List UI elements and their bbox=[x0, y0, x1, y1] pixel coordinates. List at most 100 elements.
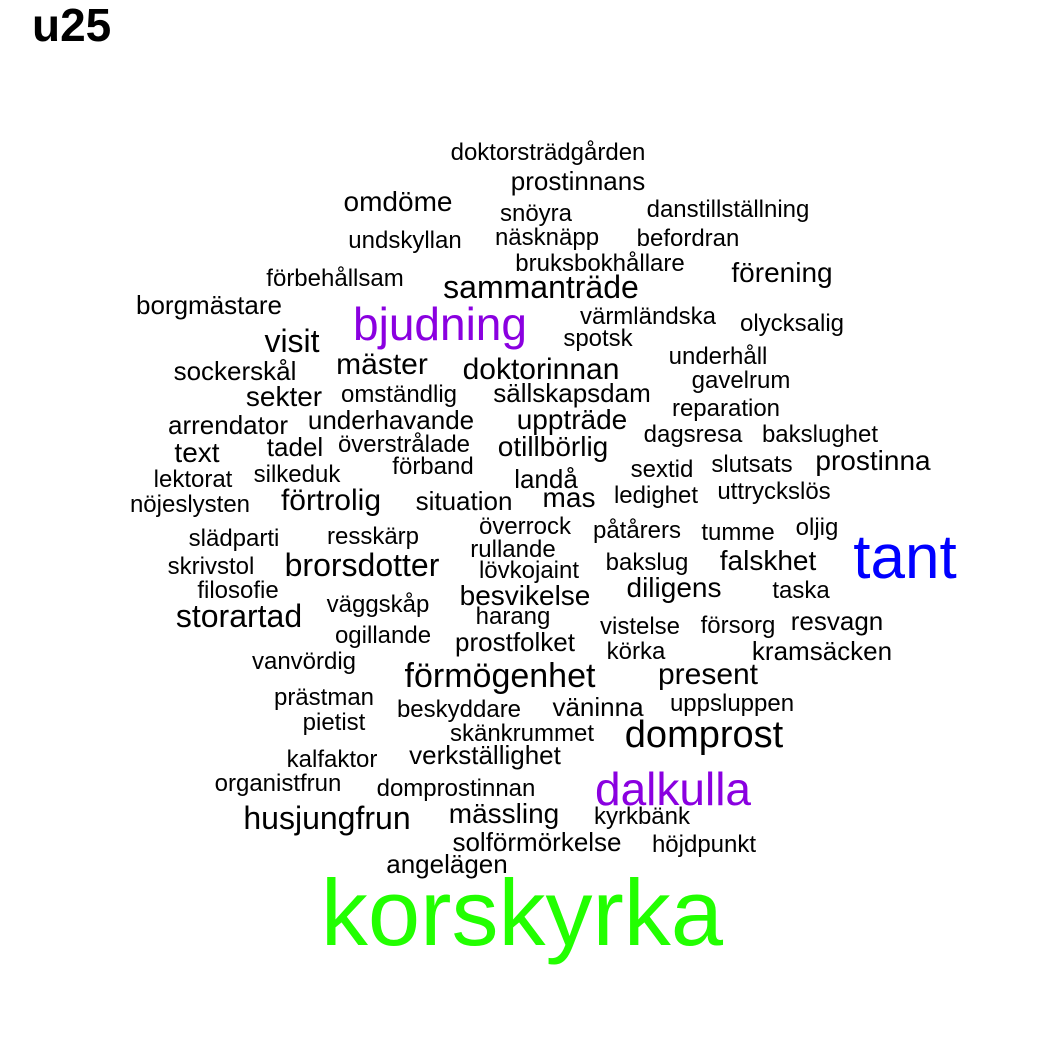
word-hojdpunkt: höjdpunkt bbox=[652, 831, 756, 858]
word-omstandlig: omständlig bbox=[341, 381, 457, 408]
word-text: text bbox=[174, 437, 219, 468]
word-filosofie: filosofie bbox=[197, 577, 278, 604]
word-beskyddare: beskyddare bbox=[397, 696, 521, 723]
word-master: mäster bbox=[336, 348, 428, 381]
word-forening: förening bbox=[731, 257, 832, 288]
word-massling: mässling bbox=[449, 798, 559, 829]
word-resskarp: resskärp bbox=[327, 523, 419, 550]
word-spotsk: spotsk bbox=[563, 325, 633, 352]
word-varmlandska: värmländska bbox=[580, 303, 717, 330]
word-prastman: prästman bbox=[274, 684, 374, 711]
word-kalfaktor: kalfaktor bbox=[287, 746, 378, 773]
word-oljig: oljig bbox=[796, 514, 839, 541]
word-situation: situation bbox=[416, 486, 513, 516]
word-sockerskal: sockerskål bbox=[174, 356, 297, 386]
word-nasknapp: näsknäpp bbox=[495, 224, 599, 251]
word-harang: harang bbox=[476, 603, 551, 630]
word-undskyllan: undskyllan bbox=[348, 227, 461, 254]
word-overstralade: överstrålade bbox=[338, 431, 470, 458]
word-bjudning: bjudning bbox=[353, 298, 527, 350]
word-uttryckslos: uttryckslös bbox=[717, 478, 830, 505]
word-ledighet: ledighet bbox=[614, 482, 698, 509]
word-sekter: sekter bbox=[246, 381, 322, 412]
word-sladparti: slädparti bbox=[189, 525, 280, 552]
word-lektorat: lektorat bbox=[154, 466, 233, 493]
word-silkeduk: silkeduk bbox=[254, 461, 342, 488]
word-taska: taska bbox=[772, 577, 830, 604]
word-fortrolig: förtrolig bbox=[281, 484, 381, 517]
word-underhall: underhåll bbox=[669, 343, 768, 370]
word-bakslug: bakslug bbox=[606, 549, 689, 576]
word-snoyra: snöyra bbox=[500, 200, 573, 227]
word-bakslughet: bakslughet bbox=[762, 421, 878, 448]
word-mas: mas bbox=[543, 482, 596, 513]
word-underhavande: underhavande bbox=[308, 405, 474, 435]
word-kyrkbank: kyrkbänk bbox=[594, 803, 691, 830]
word-tant: tant bbox=[853, 523, 956, 592]
word-borgmastare: borgmästare bbox=[136, 290, 282, 320]
chart-title: u25 bbox=[32, 0, 112, 51]
word-prostfolket: prostfolket bbox=[455, 627, 576, 657]
word-danstillstallning: danstillställning bbox=[647, 196, 810, 223]
word-storartad: storartad bbox=[176, 598, 302, 634]
word-vanvordig: vanvördig bbox=[252, 648, 356, 675]
word-organistfrun: organistfrun bbox=[215, 770, 342, 797]
word-tumme: tumme bbox=[701, 519, 774, 546]
word-besvikelse: besvikelse bbox=[460, 580, 591, 611]
word-doktorinnan: doktorinnan bbox=[463, 353, 620, 386]
word-dalkulla: dalkulla bbox=[595, 763, 751, 815]
word-ogillande: ogillande bbox=[335, 622, 431, 649]
word-landa: landå bbox=[514, 464, 578, 494]
word-forband: förband bbox=[392, 453, 473, 480]
word-forbehallsam: förbehållsam bbox=[266, 265, 403, 292]
word-domprostinnan: domprostinnan bbox=[377, 775, 536, 802]
word-doktorstradgarden: doktorsträdgården bbox=[451, 139, 646, 166]
word-tadel: tadel bbox=[267, 432, 323, 462]
word-verkstallighet: verkställighet bbox=[409, 740, 562, 770]
word-diligens: diligens bbox=[627, 572, 722, 603]
word-present: present bbox=[658, 658, 759, 691]
word-sammantrade: sammanträde bbox=[443, 269, 639, 305]
word-vistelse: vistelse bbox=[600, 613, 680, 640]
word-husjungfrun: husjungfrun bbox=[243, 800, 410, 836]
word-pietist: pietist bbox=[303, 709, 366, 736]
word-sallskapsdam: sällskapsdam bbox=[493, 378, 651, 408]
word-sextid: sextid bbox=[631, 456, 694, 483]
word-skrivstol: skrivstol bbox=[168, 553, 255, 580]
word-domprost: domprost bbox=[625, 714, 784, 756]
word-olycksalig: olycksalig bbox=[740, 310, 844, 337]
word-forsorg: försorg bbox=[701, 612, 776, 639]
word-patarers: påtårers bbox=[593, 517, 681, 544]
word-korskyrka: korskyrka bbox=[321, 860, 724, 965]
word-slutsats: slutsats bbox=[711, 451, 792, 478]
word-visit: visit bbox=[264, 323, 319, 359]
word-overrock: överrock bbox=[479, 513, 572, 540]
word-skankrummet: skänkrummet bbox=[450, 720, 594, 747]
word-dagsresa: dagsresa bbox=[644, 421, 743, 448]
word-angelagen: angelägen bbox=[386, 849, 507, 879]
word-befordran: befordran bbox=[637, 225, 740, 252]
word-prostinna: prostinna bbox=[815, 445, 931, 476]
word-falskhet: falskhet bbox=[720, 545, 817, 576]
word-bruksbokhallare: bruksbokhållare bbox=[515, 250, 684, 277]
word-upptrade: uppträde bbox=[517, 404, 628, 435]
word-vaggskap: väggskåp bbox=[327, 591, 430, 618]
word-lovkojaint: lövkojaint bbox=[479, 557, 579, 584]
word-brorsdotter: brorsdotter bbox=[285, 547, 440, 583]
word-rullande: rullande bbox=[470, 536, 555, 563]
word-arrendator: arrendator bbox=[168, 410, 288, 440]
word-resvagn: resvagn bbox=[791, 606, 884, 636]
word-nojeslysten: nöjeslysten bbox=[130, 491, 250, 518]
word-formogenhet: förmögenhet bbox=[405, 657, 596, 695]
word-prostinnans: prostinnans bbox=[511, 166, 645, 196]
word-korka: körka bbox=[607, 638, 666, 665]
word-gavelrum: gavelrum bbox=[692, 367, 791, 394]
word-solformorkelse: solförmörkelse bbox=[452, 827, 621, 857]
word-reparation: reparation bbox=[672, 395, 780, 422]
word-otillborlig: otillbörlig bbox=[498, 431, 609, 462]
word-vaninna: väninna bbox=[552, 692, 644, 722]
word-kramsacken: kramsäcken bbox=[752, 636, 892, 666]
word-uppsluppen: uppsluppen bbox=[670, 690, 794, 717]
